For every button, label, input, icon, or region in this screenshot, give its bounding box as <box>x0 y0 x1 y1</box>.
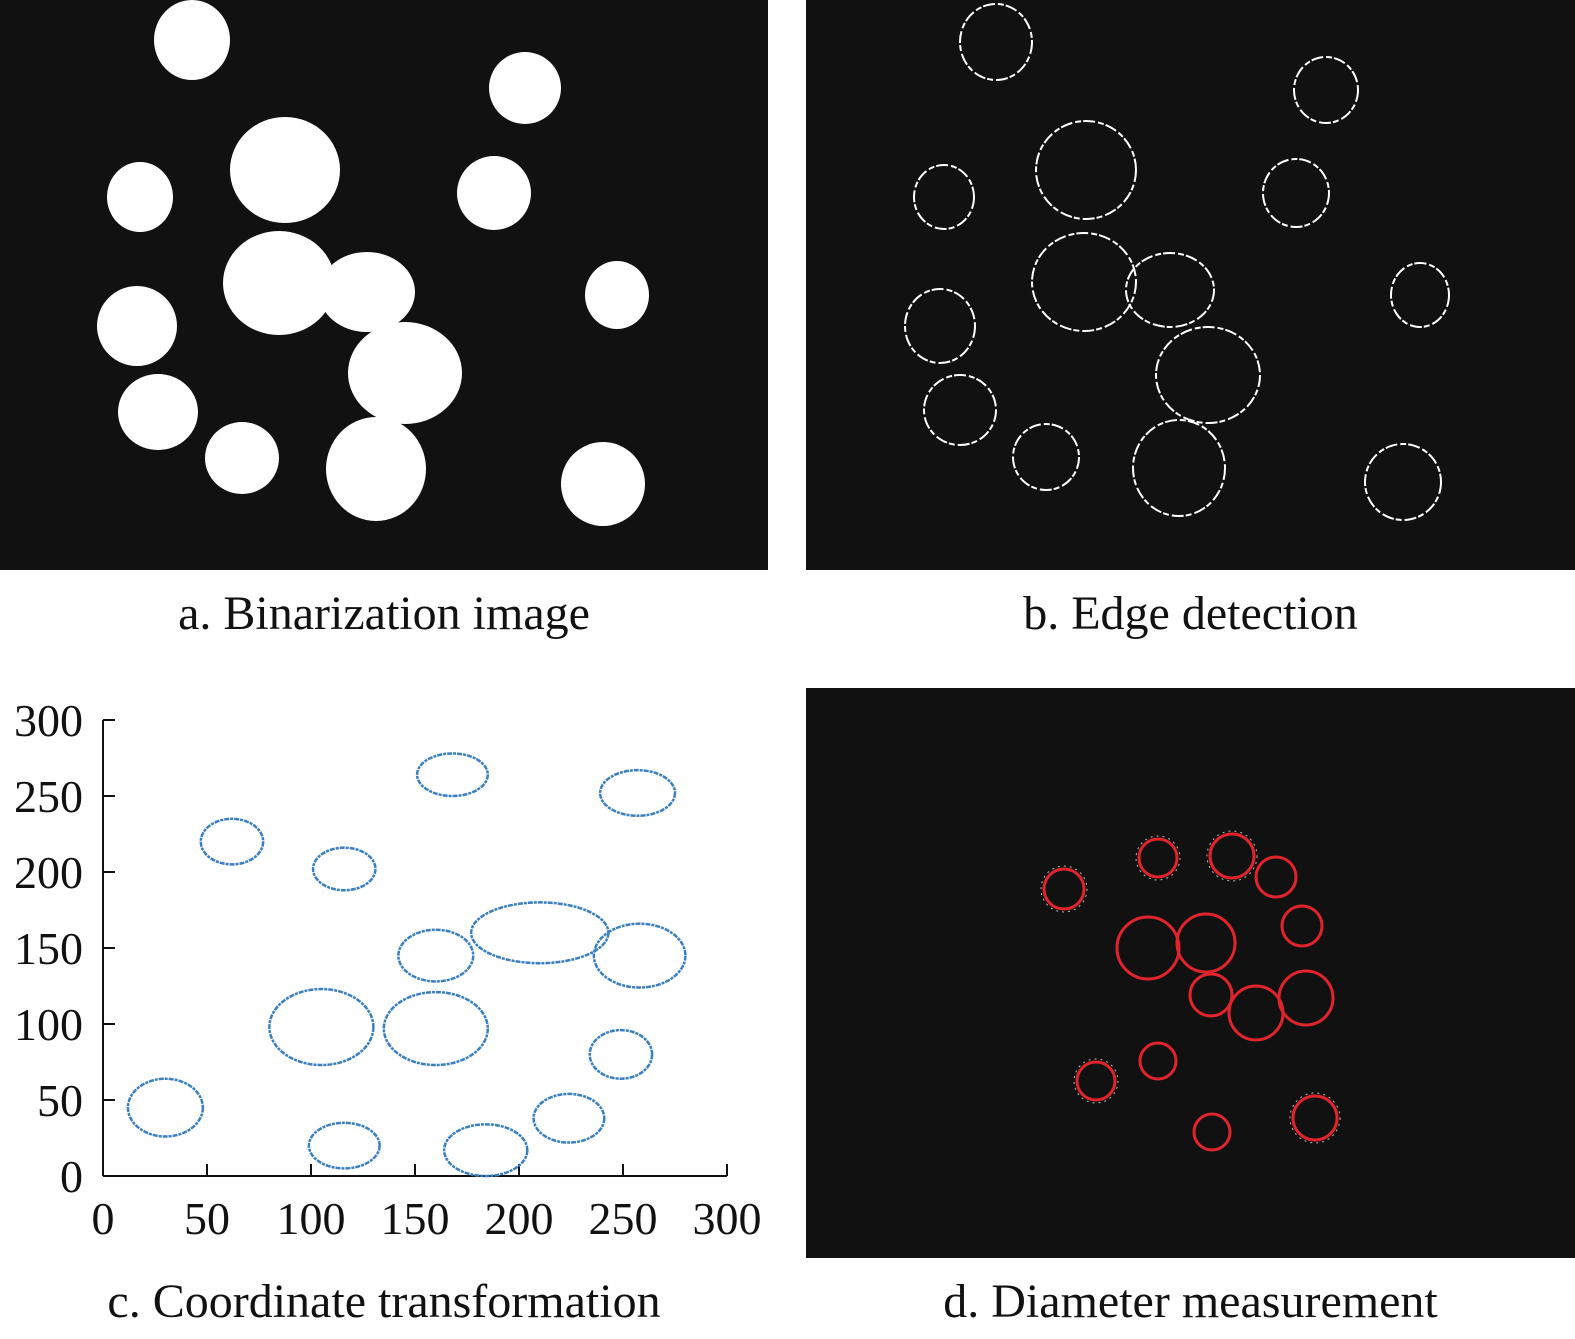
edge-contour <box>923 374 997 446</box>
edge-contour <box>1390 262 1450 328</box>
edge-contour <box>1155 326 1261 424</box>
contour-point-set <box>469 901 610 965</box>
blob <box>319 252 415 332</box>
blob <box>561 442 645 526</box>
measured-circle <box>1227 984 1285 1042</box>
contour-point-set <box>307 1121 381 1170</box>
blob <box>489 52 561 124</box>
y-tick-label: 150 <box>14 923 83 974</box>
edge-contour <box>1012 423 1080 491</box>
x-tick-label: 0 <box>92 1193 115 1244</box>
measured-circle <box>1192 1112 1232 1152</box>
edge-contour <box>913 164 975 230</box>
caption-coordinate-transformation: c. Coordinate transformation <box>107 1275 661 1328</box>
edge-contour <box>1132 419 1226 517</box>
edge-contour <box>904 288 976 364</box>
edge-detection-image <box>806 0 1575 570</box>
blob <box>585 261 649 329</box>
contour-point-set <box>397 928 475 983</box>
contour-point-set <box>268 987 375 1067</box>
binarization-image <box>0 0 768 570</box>
blob <box>457 156 531 230</box>
measured-circle <box>1138 1041 1178 1081</box>
contour-point-set <box>382 990 490 1067</box>
measured-circle <box>1291 1094 1339 1142</box>
caption-binarization: a. Binarization image <box>178 587 590 640</box>
blob <box>230 117 340 223</box>
measured-circle <box>1042 867 1086 911</box>
y-tick-label: 100 <box>14 999 83 1050</box>
blob <box>118 374 198 450</box>
edge-contour <box>1364 443 1442 521</box>
contour-point-set <box>199 817 265 866</box>
measured-circle <box>1280 904 1324 948</box>
plot-axes: 0 50 100 150 200 250 300 0 50 100 150 200 250 300 <box>14 695 762 1244</box>
measured-circle <box>1115 915 1181 981</box>
blob <box>97 286 177 366</box>
contour-point-set <box>598 768 677 818</box>
x-tick-label: 300 <box>693 1193 762 1244</box>
blob <box>348 322 462 424</box>
edge-contour <box>959 3 1033 81</box>
measured-circle <box>1075 1060 1117 1102</box>
contour-point-set <box>442 1123 529 1178</box>
measured-circle <box>1254 855 1298 899</box>
caption-diameter-measurement: d. Diameter measurement <box>943 1275 1438 1328</box>
edge-contour <box>1035 120 1137 220</box>
x-tick-label: 200 <box>485 1193 554 1244</box>
contour-point-set <box>592 922 687 989</box>
y-tick-label: 250 <box>14 771 83 822</box>
blob <box>107 162 173 232</box>
contour-point-set <box>126 1077 205 1138</box>
blob <box>223 231 335 335</box>
edge-contour <box>1262 158 1330 228</box>
contour-series <box>126 752 687 1178</box>
blob <box>326 417 426 521</box>
y-tick-label: 50 <box>37 1075 83 1126</box>
y-tick-label: 300 <box>14 695 83 746</box>
contour-point-set <box>311 846 377 892</box>
measured-circle <box>1188 972 1234 1018</box>
measured-circle <box>1208 832 1256 880</box>
blob <box>205 422 279 494</box>
caption-edge-detection: b. Edge detection <box>1023 587 1358 640</box>
x-tick-label: 250 <box>589 1193 658 1244</box>
y-tick-label: 200 <box>14 847 83 898</box>
blob <box>154 0 230 80</box>
edge-contour <box>1125 252 1215 328</box>
x-tick-label: 100 <box>277 1193 346 1244</box>
contour-point-set <box>532 1092 606 1144</box>
diameter-measurement-image <box>806 688 1575 1258</box>
contour-point-set <box>415 752 490 798</box>
edge-contour <box>1031 232 1137 332</box>
coordinate-plot: 0 50 100 150 200 250 300 0 50 100 150 200 250 300 <box>0 690 790 1250</box>
measured-circle <box>1277 969 1335 1027</box>
y-tick-label: 0 <box>60 1151 83 1202</box>
measured-circle <box>1175 912 1237 974</box>
x-tick-label: 150 <box>381 1193 450 1244</box>
x-tick-label: 50 <box>184 1193 230 1244</box>
measured-circle <box>1137 837 1179 879</box>
edge-contour <box>1293 56 1359 124</box>
contour-point-set <box>588 1028 654 1080</box>
